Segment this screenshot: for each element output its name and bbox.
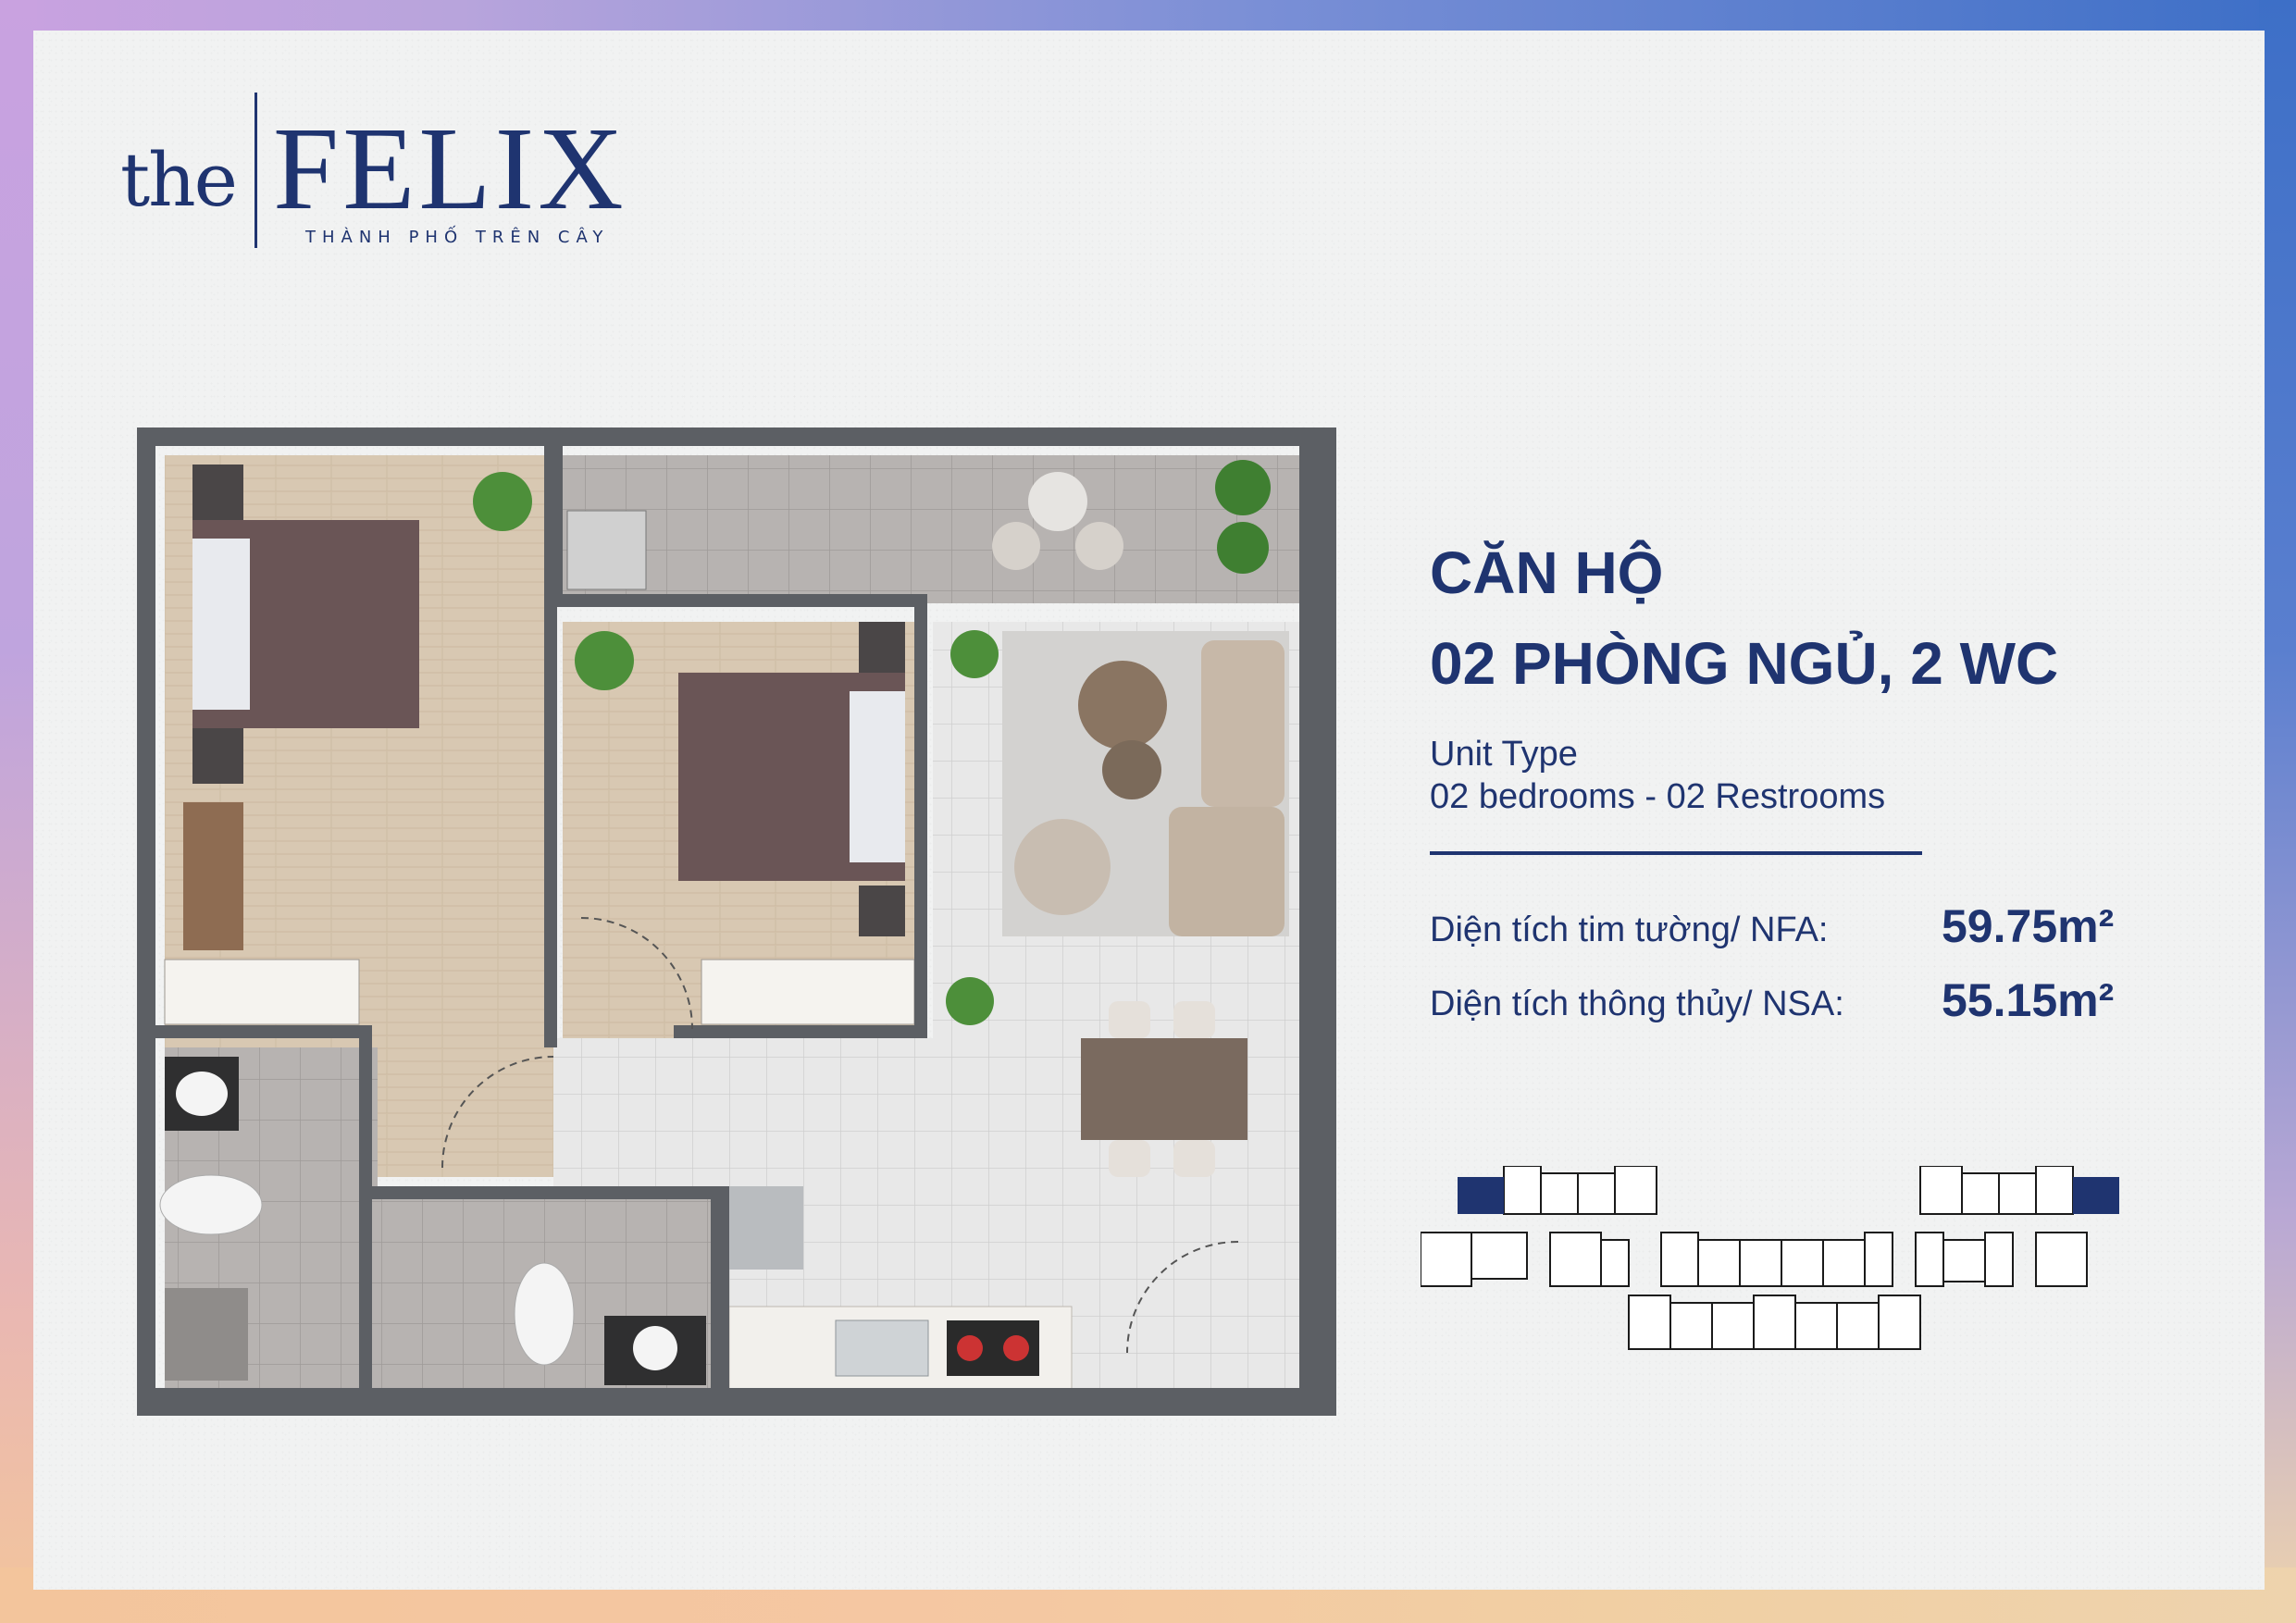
- logo-tagline: THÀNH PHỐ TRÊN CÂY: [305, 228, 610, 247]
- logo-divider: [254, 93, 257, 248]
- nsa-value: 55.15m²: [1942, 974, 2115, 1026]
- felix-logo: the FELIX THÀNH PHỐ TRÊN CÂY: [120, 93, 676, 250]
- floor-plan: [137, 427, 1336, 1416]
- nfa-label: Diện tích tim tường/ NFA:: [1430, 911, 1829, 949]
- side-table: [1102, 740, 1161, 799]
- dining-chair: [1109, 1001, 1150, 1038]
- divider-line: [1430, 851, 1922, 855]
- plant: [946, 977, 994, 1025]
- logo-prefix: the: [120, 137, 238, 223]
- nsa-label: Diện tích thông thủy/ NSA:: [1430, 985, 1844, 1023]
- balcony-floor: [563, 455, 1303, 603]
- washing-machine: [566, 510, 647, 590]
- coffee-table: [1078, 661, 1167, 750]
- nfa-value: 59.75m²: [1942, 900, 2115, 952]
- nightstand: [859, 886, 905, 936]
- plant: [473, 472, 532, 531]
- unit-title-line1: CĂN HỘ: [1430, 539, 1664, 606]
- dining-chair: [1173, 1140, 1215, 1177]
- wall: [137, 427, 155, 1416]
- nightstand: [192, 465, 243, 520]
- plant: [950, 630, 999, 678]
- kitchen-sink: [835, 1319, 929, 1377]
- dining-chair: [1173, 1001, 1215, 1038]
- logo-name: FELIX: [273, 103, 627, 234]
- nightstand: [859, 622, 905, 673]
- gradient-border-right: [2259, 0, 2296, 1623]
- bed-1-pillows: [192, 539, 250, 710]
- nightstand: [192, 728, 243, 784]
- bed-2-pillows: [850, 691, 905, 862]
- wardrobe-2: [701, 959, 915, 1025]
- sofa: [1201, 640, 1285, 807]
- toilet: [514, 1262, 575, 1366]
- wall: [674, 1025, 924, 1038]
- wall: [544, 594, 924, 607]
- wall: [914, 594, 927, 1038]
- wall: [359, 1186, 729, 1199]
- armchair: [1014, 819, 1111, 915]
- dining-chair: [1109, 1140, 1150, 1177]
- unit-type-desc: 02 bedrooms - 02 Restrooms: [1430, 777, 1886, 816]
- unit-type-label: Unit Type: [1430, 735, 1578, 774]
- sofa-chaise: [1169, 807, 1285, 936]
- plant: [1215, 460, 1271, 515]
- wall: [711, 1186, 729, 1399]
- plant: [575, 631, 634, 690]
- toilet: [159, 1174, 263, 1235]
- highlighted-unit: [2073, 1177, 2119, 1214]
- wardrobe-1: [164, 959, 360, 1025]
- desk-1: [183, 802, 243, 950]
- wall: [137, 427, 1336, 446]
- unit-title-line2: 02 PHÒNG NGỦ, 2 WC: [1430, 630, 2059, 697]
- key-plan: [1421, 1166, 2119, 1350]
- plant: [1217, 522, 1269, 574]
- wall: [544, 427, 563, 594]
- shower-area: [165, 1288, 248, 1381]
- wall: [137, 1388, 1336, 1416]
- dining-table: [1081, 1038, 1247, 1140]
- fridge: [729, 1186, 803, 1270]
- wall: [1299, 427, 1336, 1416]
- gradient-border-left: [0, 0, 37, 1623]
- wall: [544, 594, 557, 1047]
- wall: [359, 1025, 372, 1395]
- highlighted-unit: [1458, 1177, 1504, 1214]
- wall: [155, 1025, 359, 1038]
- balcony-table: [1028, 472, 1087, 531]
